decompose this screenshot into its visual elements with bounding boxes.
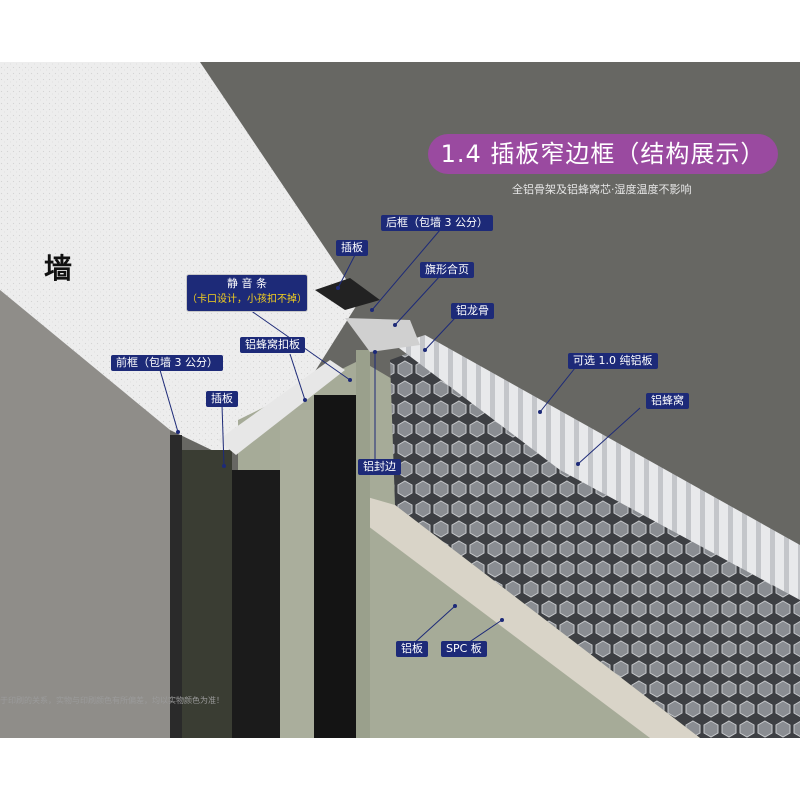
honeycomb-core — [390, 345, 800, 738]
honeycomb-clip-plate — [218, 360, 345, 455]
title-banner: 1.4 插板窄边框（结构展示） — [428, 134, 778, 174]
silent-strip-note: （卡口设计，小孩扣不掉） — [187, 294, 307, 305]
label-optional-plate: 可选 1.0 纯铝板 — [568, 353, 658, 369]
wall-top — [0, 62, 360, 455]
label-spc-board: SPC 板 — [441, 641, 487, 657]
subtitle: 全铝骨架及铝蜂窝芯·湿度温度不影响 — [512, 183, 692, 196]
frame-face — [280, 410, 314, 738]
frame-body — [232, 470, 280, 738]
label-insert-panel-bottom: 插板 — [206, 391, 238, 407]
label-honeycomb: 铝蜂窝 — [646, 393, 689, 409]
label-flag-hinge: 旗形合页 — [420, 262, 474, 278]
flag-hinge — [345, 318, 420, 352]
front-frame-profile — [170, 435, 182, 738]
wall-label: 墙 — [44, 252, 73, 285]
silent-strip-title: 静 音 条 — [227, 277, 267, 290]
label-back-frame: 后框（包墙 3 公分） — [381, 215, 493, 231]
label-silent-strip: 静 音 条 （卡口设计，小孩扣不掉） — [186, 274, 308, 312]
label-front-frame: 前框（包墙 3 公分） — [111, 355, 223, 371]
back-frame-top — [315, 278, 380, 310]
label-edge-seal: 铝封边 — [358, 459, 401, 475]
leader-dots — [176, 286, 580, 622]
ribbed-plate — [395, 335, 800, 600]
label-insert-panel-top: 插板 — [336, 240, 368, 256]
wall-side — [0, 290, 170, 738]
edge-seal-profile — [356, 350, 370, 738]
label-aluminum-keel: 铝龙骨 — [451, 303, 494, 319]
back-frame-profile — [314, 395, 356, 738]
label-aluminum-plate: 铝板 — [396, 641, 428, 657]
label-honeycomb-clip: 铝蜂窝扣板 — [240, 337, 305, 353]
disclaimer: 于印刷的关系，实物与印刷颜色有所偏差，均以实物颜色为准！ — [0, 696, 224, 705]
edge-strip — [360, 495, 700, 738]
insert-panel-front — [182, 450, 232, 738]
